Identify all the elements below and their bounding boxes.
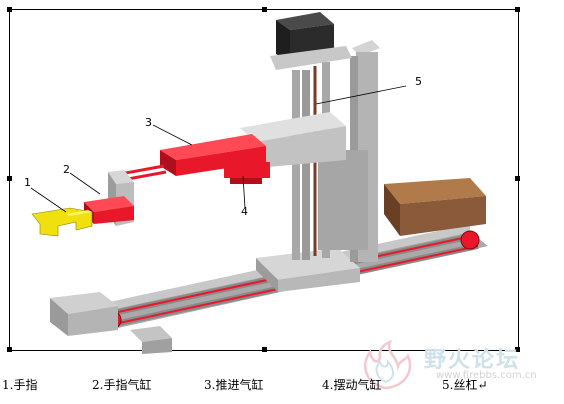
base-motor (384, 178, 486, 236)
caption-item-3: 3.推进气缸 (204, 378, 264, 392)
resize-handle[interactable] (515, 176, 520, 181)
flame-logo-icon (364, 339, 412, 390)
push-cylinder (119, 134, 266, 182)
caption-item-4: 4.摆动气缸 (322, 378, 382, 392)
callout-3: 3 (145, 116, 152, 129)
left-end-block (50, 292, 118, 336)
caption-item-1: 1.手指 (2, 378, 38, 392)
callout-2: 2 (63, 163, 70, 176)
caption-item-5: 5.丝杠↵ (442, 378, 488, 392)
watermark: 野火论坛 www.firebbs.com.cn (356, 338, 556, 398)
gripper-finger (31, 207, 93, 237)
swing-cylinder (224, 162, 270, 184)
resize-handle[interactable] (262, 347, 267, 352)
callout-1: 1 (24, 176, 31, 189)
arm-platform (240, 112, 346, 168)
caption-item-2: 2.手指气缸 (92, 378, 152, 392)
vertical-column (292, 40, 380, 262)
resize-handle[interactable] (515, 7, 520, 12)
callout-5: 5 (415, 75, 422, 88)
resize-handle[interactable] (7, 7, 12, 12)
caption-row: 1.手指 2.手指气缸 3.推进气缸 4.摆动气缸 5.丝杠↵ (0, 376, 564, 396)
watermark-url: www.firebbs.com.cn (436, 370, 537, 381)
top-motor (270, 12, 352, 70)
resize-handle[interactable] (515, 347, 520, 352)
center-block (130, 326, 172, 354)
carriage (256, 248, 360, 292)
watermark-text: 野火论坛 (424, 348, 521, 373)
resize-handle[interactable] (262, 7, 267, 12)
callout-leaders (30, 85, 407, 213)
resize-handle[interactable] (7, 347, 12, 352)
callout-4: 4 (241, 205, 248, 218)
resize-handle[interactable] (7, 176, 12, 181)
